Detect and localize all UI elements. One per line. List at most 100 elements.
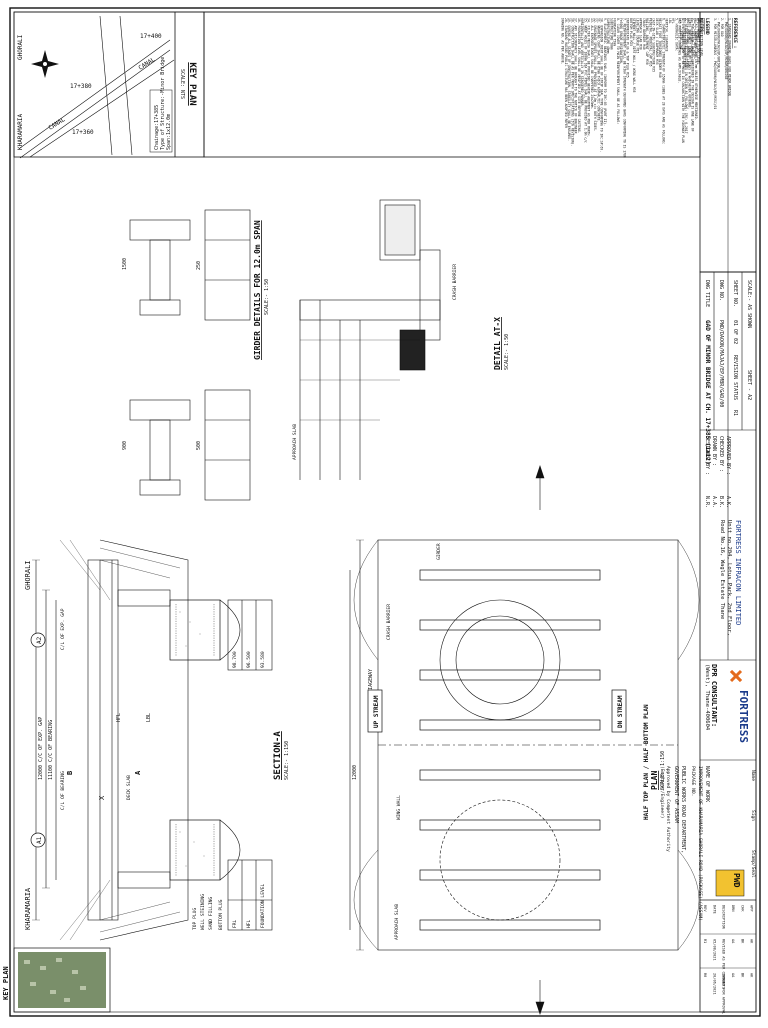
key-plan-scale: SCALE: NTS [179, 69, 185, 99]
val-rl-3: 93.580 [260, 651, 266, 668]
key-info-3: Span:1x12.0m [166, 114, 172, 150]
dn-stream-text: DN STREAM [617, 695, 624, 728]
up-stream-tag: UP STREAM [367, 689, 383, 733]
note-line: 8. CLEAR COVER TO MAIN REINFORCEMENT SHA… [616, 18, 620, 124]
package-label: PACKAGE NO. [690, 766, 696, 796]
legend-title: LEGEND [704, 18, 710, 35]
approved-label: APPROVED BY : [725, 436, 731, 475]
girder-dim-500: 500 [196, 441, 202, 450]
legend-line: PL - PROTECTION LEVEL [700, 18, 704, 57]
marker-a2-text: A2 [36, 636, 43, 644]
reference-title: REFERENCE : [732, 18, 738, 48]
lbl-rl-1: FRL [232, 919, 238, 928]
detail-approach-slab: APPROACH SLAB [292, 424, 298, 460]
bottom-key-plan-title: KEY PLAN [2, 966, 10, 1000]
drawn-label: DRAWN BY : [711, 436, 717, 466]
note-line: 15. WEEP HOLES OF 100mm DIA PVC PIPES SH… [583, 18, 587, 143]
girder-title: GIRDER DETAILS FOR 12.0m SPAN [253, 220, 262, 360]
note-line: 3. SEISMIC FORCES CONSIDERED IN DESIGN A… [684, 18, 688, 134]
note-line: 17. ANY DISCREPANCY SHALL BE BROUGHT TO … [574, 18, 578, 135]
note-line: Fe500D GRADE DESIGNATION. [619, 18, 623, 65]
reference-line: 2. FOR GAD [720, 18, 724, 37]
designation: (Employer/Engineer) [659, 766, 665, 819]
lbl-cl-exp-gap: C/L OF EXP. GAP [60, 608, 66, 650]
name-label: Name [750, 770, 756, 781]
sign-label: Sign [750, 810, 756, 821]
company-name: FORTRESS INFRACON LIMITED [734, 520, 742, 625]
note-line: 11. WEARING COAT SHALL BE 65mm THICK ASP… [596, 18, 600, 122]
lbl-approach-slab: APPROACH SLAB [394, 904, 400, 940]
detail-crash-barrier: CRASH BARRIER [452, 264, 458, 300]
road-lines [99, 15, 133, 156]
designed-value: N.R. [704, 496, 710, 508]
note-line: 5. HYDRAULIC DATA: [674, 18, 678, 52]
rev-cell: R0 [703, 973, 707, 977]
lbl-girder: GIRDER [436, 543, 442, 560]
marker-a1-text: A1 [36, 836, 43, 844]
dwg-no: PWD/DAOON/MAJAJ/EP/MBR/GAD/00 [718, 320, 724, 407]
lbl-x: X [98, 795, 106, 800]
lbl-top-plug: TOP PLUG [192, 908, 198, 930]
marker-b-left: B [66, 771, 74, 775]
section-a-drawing [32, 539, 273, 941]
drawn-value: A.A. [711, 496, 717, 508]
sheet-no-label: SHEET NO. [732, 280, 738, 307]
val-rl-1: 98.700 [232, 651, 238, 668]
pwd-logo-text: PWD [732, 873, 741, 888]
lbl-sand-filling: SAND FILLING [208, 897, 214, 930]
plan-title: PLAN [650, 771, 659, 790]
sheet-border [9, 7, 761, 1017]
val-rl-2: 96.500 [246, 651, 252, 668]
lbl-ghorali: GHORALI [24, 560, 32, 590]
pwd-name: PUBLIC WORKS ROAD DEPARTMENT, [680, 766, 686, 853]
company-addr-2: Road No.16, Wagle Estate Thane [719, 520, 725, 619]
dwg-no-label: DWG NO. [718, 280, 724, 301]
canal-label: CANAL [137, 56, 156, 72]
note-line: LBL [668, 18, 672, 24]
key-place-right: GHORALI [17, 34, 24, 60]
fortress-logo-icon [729, 669, 743, 683]
company-addr-3: (West), Thane-400604 [704, 664, 710, 731]
note-line: 20. STANDARD RAISED PUBLIC STRUCTURE HAS… [564, 18, 568, 128]
lbl-well-steining: WELL STEINING [200, 894, 206, 930]
marker-a1: A1 [30, 832, 46, 848]
rev-header-cell: DRN [731, 905, 735, 912]
note-line: BOTTOM PLUG M25 [629, 18, 633, 46]
approved-by-authority: Approved by Competent Authority [665, 766, 671, 852]
note-line: SUPERSTRUCTURE 40mm [606, 18, 610, 54]
note-line: HFL [671, 18, 675, 24]
note-line: CAST-IN-SITU SUBSTRUCTURE M35 [652, 18, 656, 72]
note-line: SUBSTRUCTURE 50mm [609, 18, 613, 50]
stamp-label: Stamp/Seal [750, 850, 756, 878]
detail-scale: SCALE:- 1:50 [504, 334, 510, 370]
title-block: DWG TITLE GAD OF MINOR BRIDGE AT CH. 17+… [659, 271, 757, 1014]
company-addr-1: Unit no.204, Lotus Park, 2nd Floor, [726, 520, 732, 636]
bottom-key-plan: KEY PLAN [2, 947, 111, 1013]
lbl-dim-12000: 12000 [352, 765, 358, 780]
rev-cell: REVISED AS PER COMMENTS [722, 939, 726, 989]
rev-cell: AK [750, 939, 754, 944]
note-line: VERTICAL CLEARANCE [665, 18, 669, 52]
note-line: 12. DRAINAGE SPOUTS SHALL BE PROVIDED AT… [593, 18, 597, 132]
key-info-2: Type of Structure:-Minor Bridge [160, 57, 166, 150]
key-ch-3: 17+360 [72, 129, 94, 136]
legend-line: C/L - CENTRE LINE [679, 18, 683, 50]
dwg-title: GAD OF MINOR BRIDGE AT CH. 17+385 (1x12) [704, 320, 711, 465]
client-label: NAME OF WORK [704, 766, 710, 802]
note-line: RECAST FOOT TORSIONED GIRDER M40 [658, 18, 662, 78]
girder-details-labels: GIRDER DETAILS FOR 12.0m SPAN SCALE:- 1:… [122, 220, 270, 450]
revision-value: R1 [732, 410, 738, 416]
consultant-label: DPR CONSULTANT: [710, 664, 718, 727]
note-line: FOUNDATION 75mm [613, 18, 617, 46]
note-line: 18. CONSTRUCTION SHALL BE AS PER MORTH S… [570, 18, 574, 147]
note-title: NOTES : [698, 18, 704, 37]
sheet-no: 01 OF 02 [732, 320, 738, 344]
girder-details-drawing [129, 209, 251, 501]
key-plan-title: KEY PLAN [187, 62, 197, 105]
section-a-labels: KHARAMARIA GHORALI 12000 C/C OF EXP. GAP… [24, 560, 290, 930]
note-line: 1. ALL DIMENSIONS ARE IN mm UNLESS OTHER… [694, 18, 698, 121]
note-line: STEMENT WALL / DIRT WALL / WING WALL M35 [632, 18, 636, 93]
